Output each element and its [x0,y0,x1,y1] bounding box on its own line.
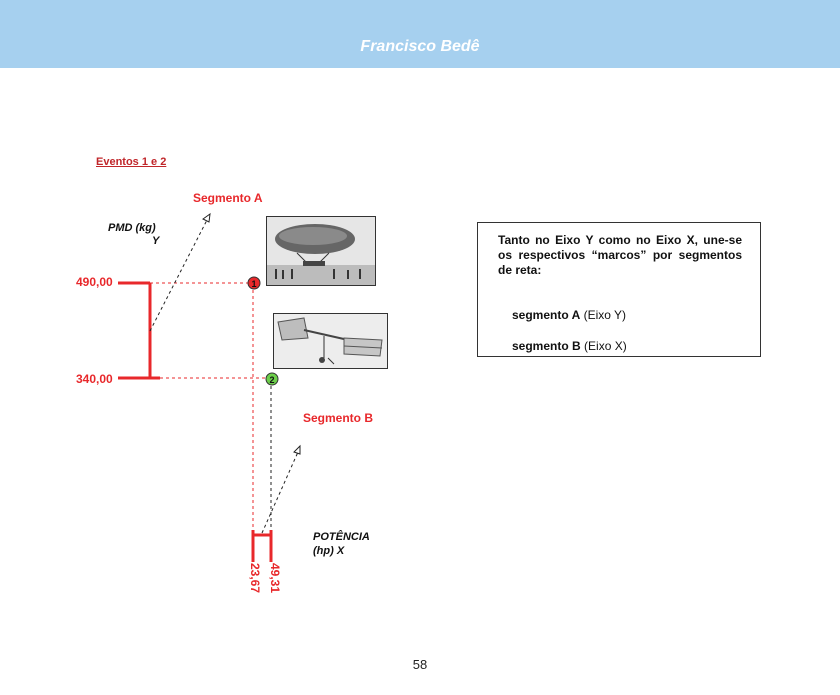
segment-b-arrow [261,451,299,534]
segment-b-note-bold: segmento B [512,339,581,353]
segment-b-arrowhead [293,444,301,455]
segment-a-note-axis: (Eixo Y) [583,308,627,322]
segment-b-label: Segmento B [303,411,374,425]
marker-2-label: 2 [269,375,274,385]
airship-illustration [267,217,375,285]
segment-b-note-axis: (Eixo X) [584,339,627,353]
y-value-low: 340,00 [76,372,113,386]
airship-photo [266,216,376,286]
x-axis-unit: (hp) X [313,545,345,557]
x-value-high: 49,31 [268,563,282,594]
marker-1-circle [247,276,261,290]
explanation-text: Tanto no Eixo Y como no Eixo X, une-se o… [498,233,742,277]
segment-a-note-bold: segmento A [512,308,581,322]
segment-a-arrowhead [202,212,211,223]
segment-b-note: segmento B (Eixo X) [512,339,627,353]
segment-a-note: segmento A (Eixo Y) [512,308,626,322]
y-value-high: 490,00 [76,275,113,289]
x-axis-label: POTÊNCIA [313,531,370,543]
explanation-box: Tanto no Eixo Y como no Eixo X, une-se o… [477,222,761,357]
segment-a-arrow [149,219,208,332]
segment-a-label: Segmento A [193,191,263,205]
marker-2-circle [265,372,279,386]
page-number: 58 [412,657,428,672]
header-bar: Francisco Bedê [0,0,840,68]
biplane-photo [273,313,388,369]
author-title: Francisco Bedê [360,38,480,55]
x-value-low: 23,67 [248,563,262,594]
y-axis-label: PMD (kg) [108,222,156,234]
biplane-illustration [274,314,387,368]
marker-1-label: 1 [251,279,256,289]
y-axis-letter: Y [152,235,160,247]
events-title: Eventos 1 e 2 [96,156,167,168]
